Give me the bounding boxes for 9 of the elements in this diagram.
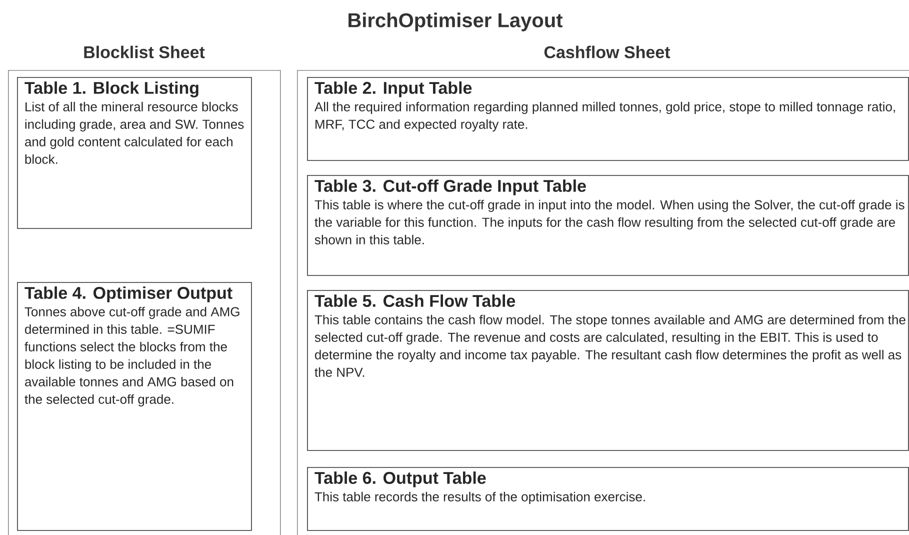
sheet-heading: Cashflow Sheet xyxy=(544,46,670,58)
table-box: Table 1. Block Listing List of all the mineral resource blocks including grade, area and SW. Tonnes and gold content calculated for each block. xyxy=(17,77,252,229)
title: BirchOptimiser Layout xyxy=(348,12,563,32)
sheet-heading: Blocklist Sheet xyxy=(84,46,205,58)
table-box: Table 3. Cut-off Grade Input Table This table is where the cut-off grade in input into the model. When using the Solver, the cut-off grade is the variable for this function. The inputs for the cash flow resulting from the selected cut-off grade are shown in this table. xyxy=(307,175,909,276)
table-box: Table 2. Input Table All the required information regarding planned milled tonnes, gold price, stope to milled tonnage ratio, MRF, TCC and expected royalty rate. xyxy=(307,77,909,161)
table-box: Table 5. Cash Flow Table This table contains the cash flow model. The stope tonnes available and AMG are determined from the selected cut-off grade. The revenue and costs are calculated, resulting in the EBIT. This is used to determine the royalty and income tax payable. The resultant cash flow determines the profit as well as the NPV. xyxy=(307,290,909,451)
table-box: Table 6. Output Table This table records the results of the optimisation exercise. xyxy=(307,467,909,531)
table-box: Table 4. Optimiser Output Tonnes above cut-off grade and AMG determined in this table. =SUMIF functions select the blocks from the block listing to be included in the available tonnes and AMG based on the selected cut-off grade. xyxy=(17,282,252,531)
